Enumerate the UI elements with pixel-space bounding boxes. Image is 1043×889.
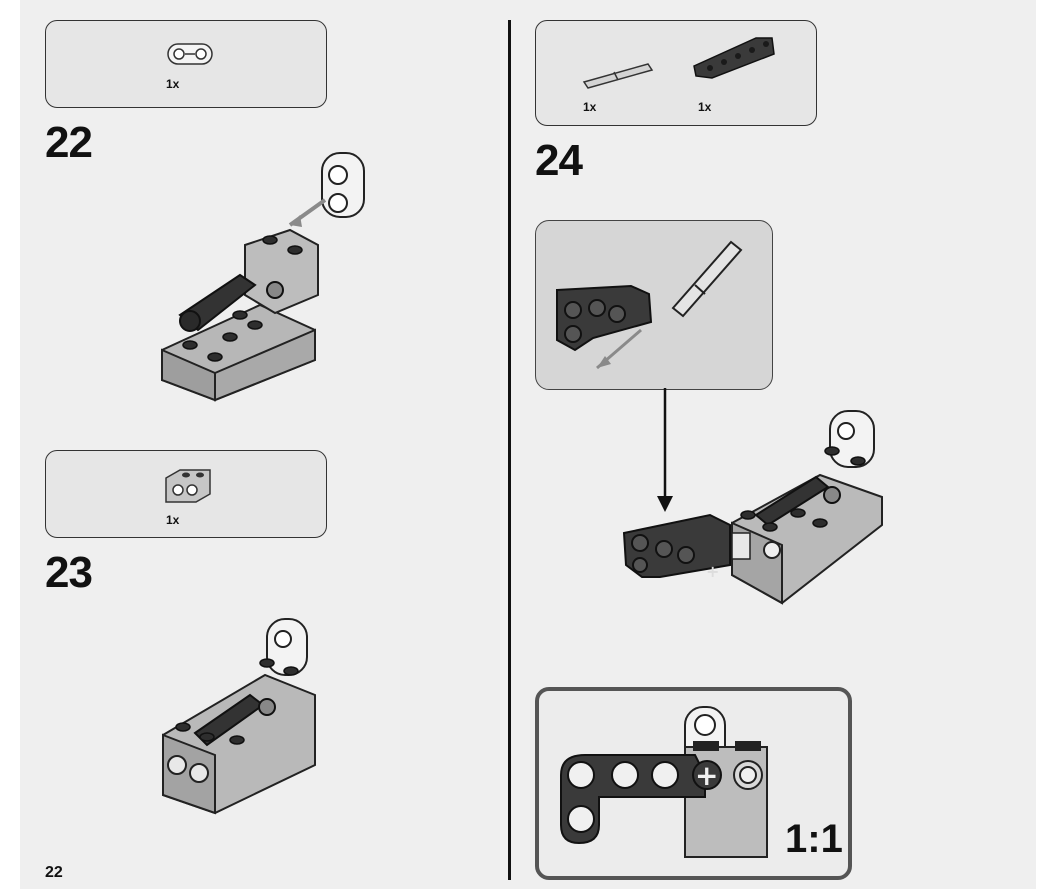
step-number: 23 bbox=[45, 548, 93, 597]
insert-arrow bbox=[657, 388, 673, 512]
callout-illustration bbox=[556, 240, 743, 370]
scale-illustration: + bbox=[560, 706, 768, 858]
qty-label: 1x bbox=[166, 77, 180, 91]
column-divider bbox=[508, 20, 511, 880]
step-22-assembly-illustration bbox=[161, 152, 365, 402]
page-number: 22 bbox=[45, 864, 63, 881]
step-24-assembly-illustration: + bbox=[622, 410, 883, 605]
l-beam-part-icon bbox=[693, 37, 775, 79]
axle-pin-part-icon bbox=[582, 63, 654, 89]
svg-text:+: + bbox=[706, 562, 719, 581]
qty-label: 1x bbox=[698, 100, 712, 114]
qty-label: 1x bbox=[166, 513, 180, 527]
step-number: 22 bbox=[45, 118, 93, 167]
step-23-assembly-illustration bbox=[162, 618, 316, 815]
gray-brick-part-icon bbox=[165, 469, 211, 503]
scale-label: 1:1 bbox=[785, 817, 843, 861]
step-number: 24 bbox=[535, 136, 583, 185]
white-beam-part-icon bbox=[167, 43, 213, 65]
qty-label: 1x bbox=[583, 100, 597, 114]
svg-text:+: + bbox=[695, 759, 718, 792]
